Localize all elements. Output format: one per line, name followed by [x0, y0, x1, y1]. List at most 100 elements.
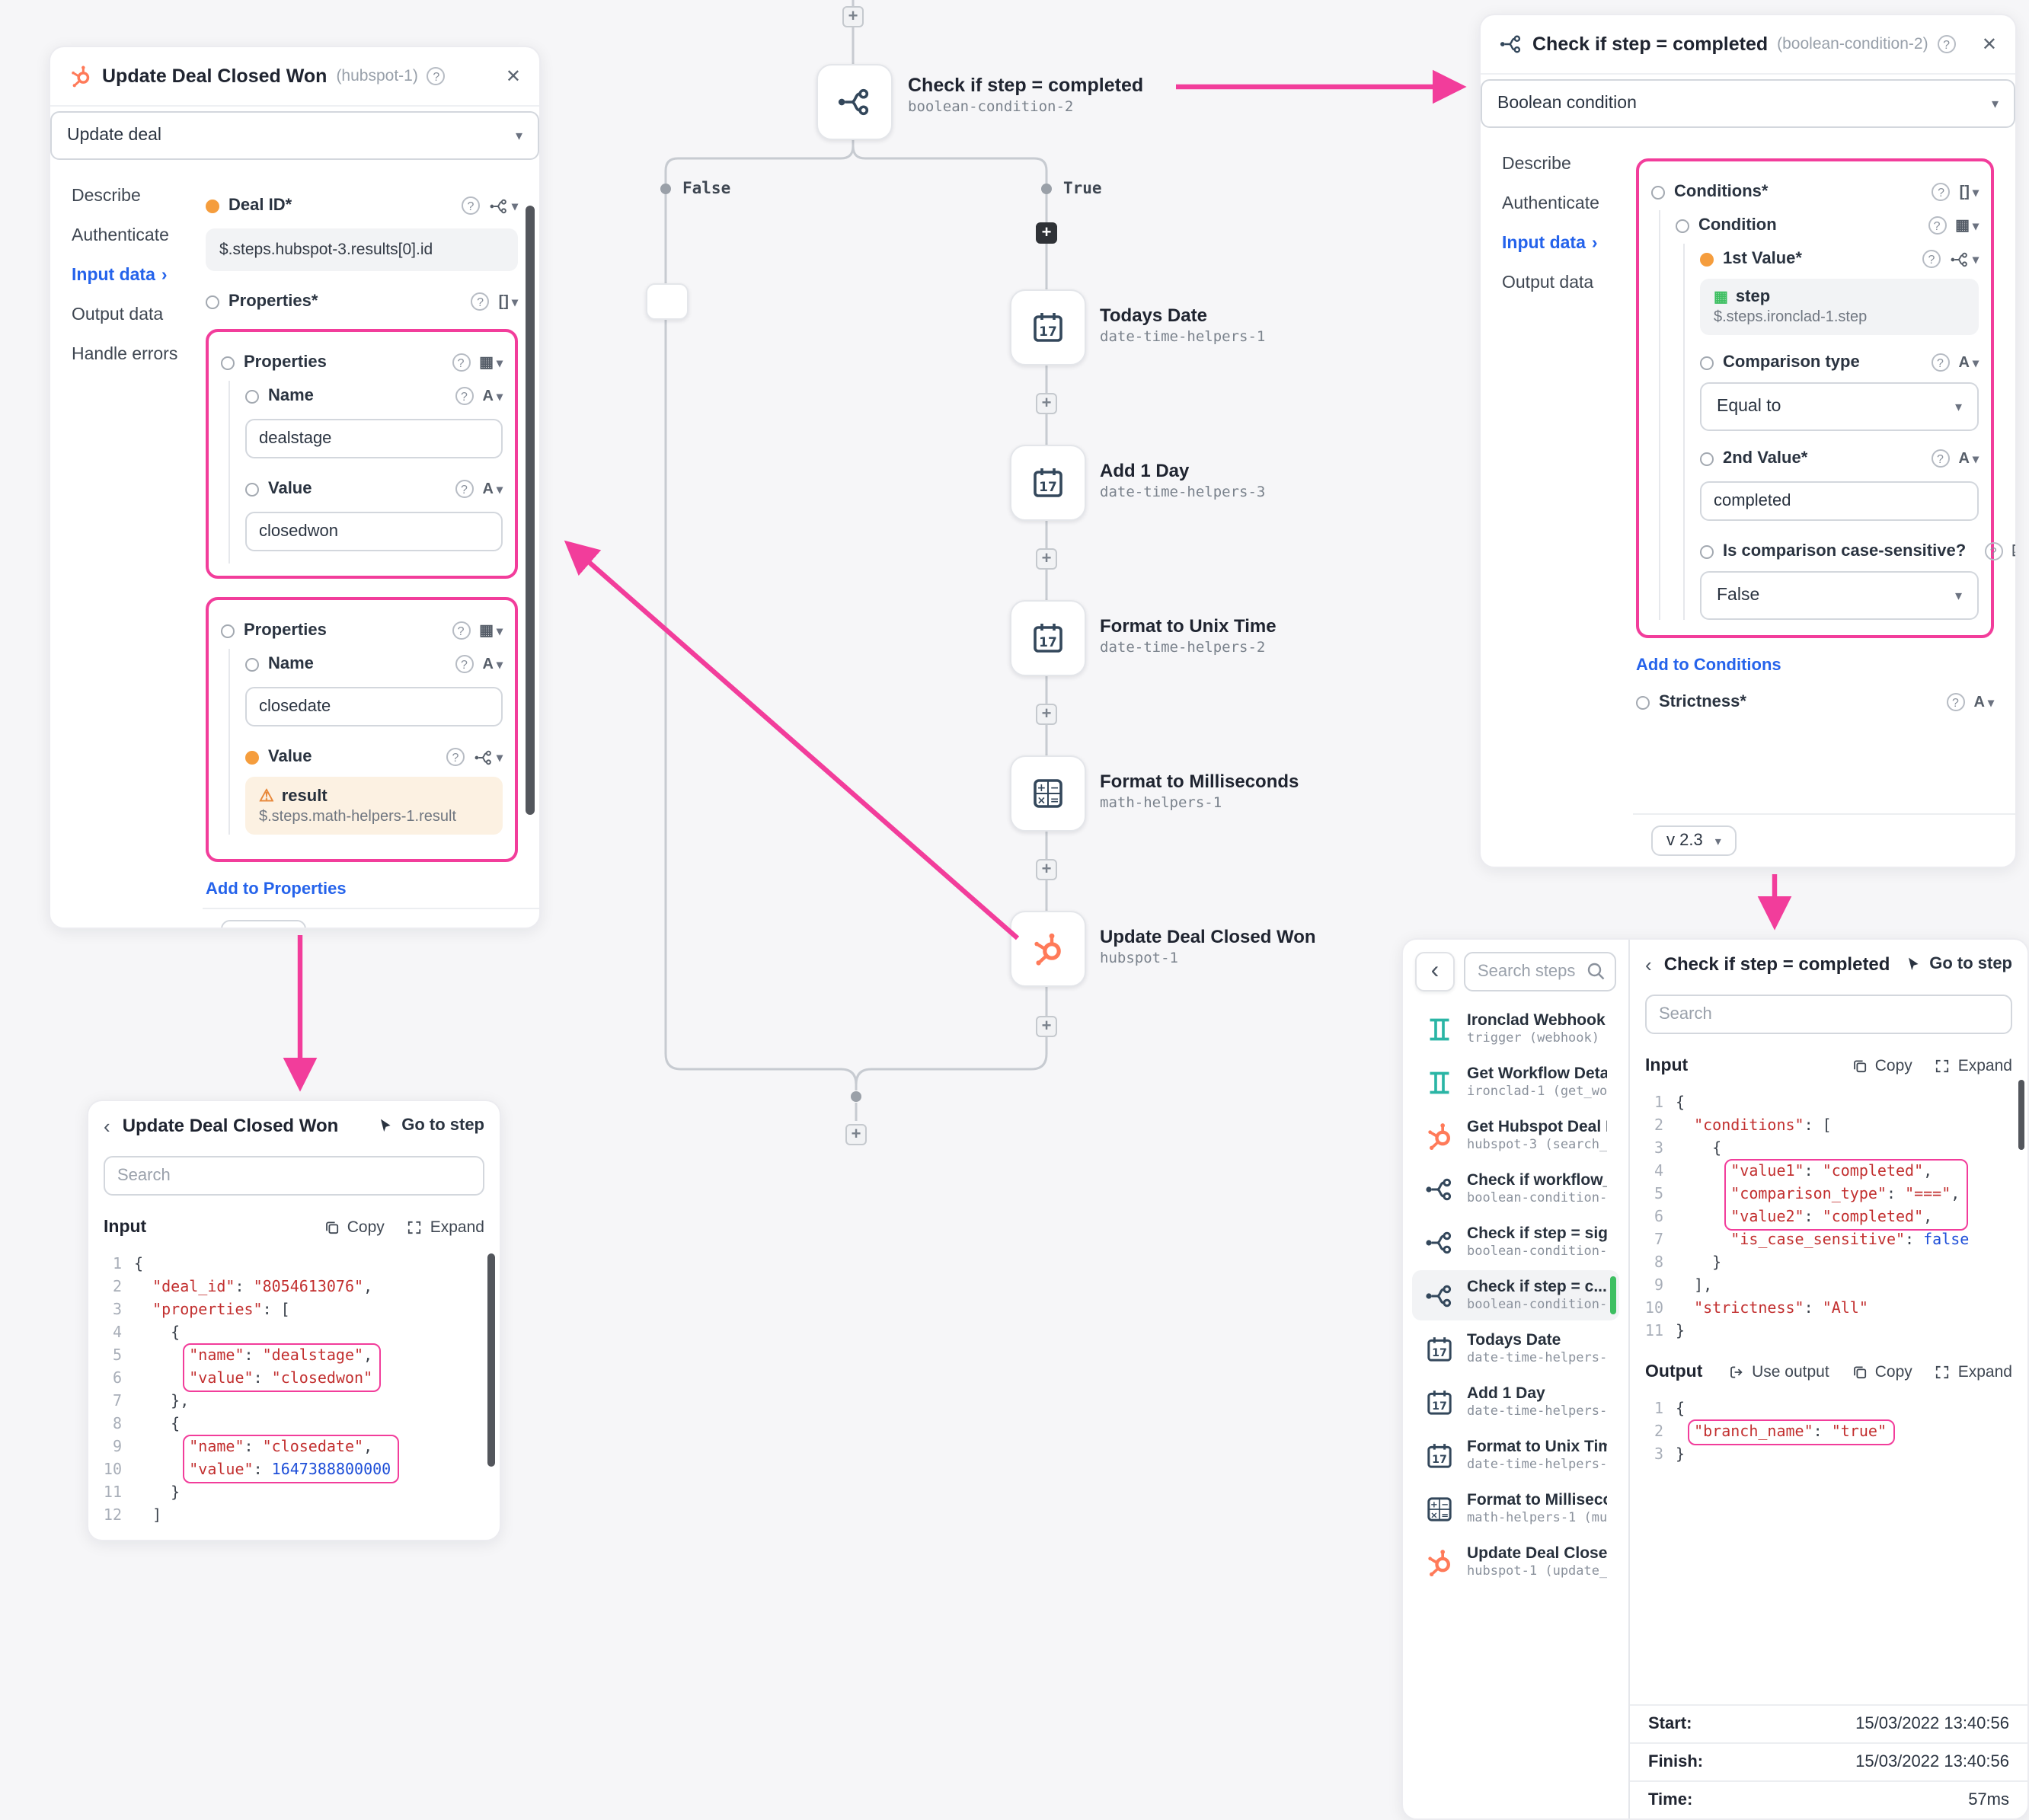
help-icon[interactable]: ?: [1937, 35, 1956, 53]
scrollbar[interactable]: [2018, 1080, 2024, 1150]
search-input[interactable]: [104, 1156, 484, 1196]
text-type-icon[interactable]: A▾: [1973, 694, 1995, 710]
add-step-button[interactable]: +: [845, 1124, 867, 1145]
nav-describe[interactable]: Describe: [72, 187, 141, 206]
name-input[interactable]: [245, 687, 503, 726]
checkbox-type-icon[interactable]: ☑▾: [2011, 543, 2015, 560]
add-step-button[interactable]: +: [1036, 548, 1057, 570]
text-type-icon[interactable]: A▾: [482, 388, 503, 404]
step-item-update-deal[interactable]: Update Deal Closed...hubspot-1 (update_d…: [1412, 1537, 1619, 1587]
mapped-value-chip[interactable]: ▦step $.steps.ironclad-1.step: [1700, 279, 1979, 335]
input-json-viewer[interactable]: 1{2 "conditions": [3 {4 "value1": "compl…: [1630, 1086, 2027, 1349]
node-todays-date[interactable]: [1010, 289, 1086, 366]
step-item-check-step-completed[interactable]: Check if step = c...boolean-condition-2.…: [1412, 1270, 1619, 1320]
scrollbar[interactable]: [487, 1253, 495, 1467]
help-icon[interactable]: ?: [452, 621, 471, 640]
table-type-icon[interactable]: ▦▾: [479, 622, 503, 639]
nav-input-data[interactable]: Input data›: [1502, 235, 1633, 253]
nav-input-data[interactable]: Input data›: [72, 267, 203, 285]
add-step-button-true-branch[interactable]: +: [1036, 222, 1057, 244]
add-step-button[interactable]: +: [1036, 859, 1057, 880]
copy-button[interactable]: Copy: [323, 1218, 385, 1237]
help-icon[interactable]: ?: [1922, 250, 1941, 268]
table-type-icon[interactable]: ▦▾: [1955, 217, 1979, 234]
value-input[interactable]: [245, 512, 503, 551]
nav-authenticate[interactable]: Authenticate: [72, 227, 169, 245]
help-icon[interactable]: ?: [461, 196, 480, 215]
help-icon[interactable]: ?: [427, 67, 446, 85]
mapped-value-chip[interactable]: ⚠result $.steps.math-helpers-1.result: [245, 777, 503, 835]
collapse-button[interactable]: ‹: [1415, 952, 1455, 991]
copy-button[interactable]: Copy: [1851, 1057, 1912, 1075]
nav-handle-errors[interactable]: Handle errors: [72, 346, 178, 364]
close-icon[interactable]: ✕: [1981, 34, 1997, 55]
step-item-format-milliseconds[interactable]: Format to Milliseco...math-helpers-1 (mu…: [1412, 1483, 1619, 1534]
output-json-viewer[interactable]: 1{2 "branch_name": "true"3}: [1630, 1392, 2027, 1473]
add-step-button[interactable]: +: [842, 6, 864, 27]
node-update-deal[interactable]: [1010, 911, 1086, 987]
help-icon[interactable]: ?: [452, 353, 471, 372]
help-icon[interactable]: ?: [1946, 693, 1965, 711]
nav-output-data[interactable]: Output data: [72, 306, 164, 324]
help-icon[interactable]: ?: [455, 387, 474, 405]
close-icon[interactable]: ✕: [505, 65, 521, 87]
node-format-milliseconds[interactable]: [1010, 755, 1086, 832]
use-output-button[interactable]: Use output: [1727, 1363, 1829, 1381]
operation-select[interactable]: Boolean condition ▾: [1481, 79, 2015, 128]
expand-button[interactable]: Expand: [1934, 1057, 2012, 1075]
version-select[interactable]: v 2.3▾: [1651, 825, 1737, 856]
node-empty-placeholder[interactable]: [646, 283, 689, 320]
comparison-type-select[interactable]: Equal to ▾: [1700, 382, 1979, 431]
json-type-icon[interactable]: []▾: [498, 293, 518, 310]
help-icon[interactable]: ?: [455, 480, 474, 498]
nav-describe[interactable]: Describe: [1502, 155, 1571, 174]
text-type-icon[interactable]: A▾: [1958, 450, 1979, 467]
search-input[interactable]: [1645, 995, 2012, 1034]
branch-type-icon[interactable]: ▾: [474, 747, 503, 767]
help-icon[interactable]: ?: [1984, 542, 2003, 560]
operation-select[interactable]: Update deal ▾: [50, 111, 539, 160]
go-to-step-button[interactable]: Go to step: [1903, 955, 2012, 973]
branch-type-icon[interactable]: ▾: [1950, 249, 1979, 269]
name-input[interactable]: [245, 419, 503, 458]
add-to-properties-link[interactable]: Add to Properties: [206, 880, 347, 899]
deal-id-jsonpath-value[interactable]: $.steps.hubspot-3.results[0].id: [206, 228, 518, 271]
nav-authenticate[interactable]: Authenticate: [1502, 195, 1599, 213]
copy-button[interactable]: Copy: [1851, 1363, 1912, 1381]
step-item-check-workflow[interactable]: Check if workflow_...boolean-condition-3…: [1412, 1164, 1619, 1214]
help-icon[interactable]: ?: [1931, 353, 1950, 372]
help-icon[interactable]: ?: [1932, 183, 1951, 201]
help-icon[interactable]: ?: [446, 748, 465, 766]
version-select[interactable]: v 5.6▾: [221, 920, 306, 928]
text-type-icon[interactable]: A▾: [482, 481, 503, 497]
case-sensitive-select[interactable]: False ▾: [1700, 571, 1979, 620]
back-icon[interactable]: ‹: [1645, 953, 1652, 975]
go-to-step-button[interactable]: Go to step: [375, 1116, 484, 1135]
nav-output-data[interactable]: Output data: [1502, 274, 1594, 292]
node-format-unix-time[interactable]: [1010, 600, 1086, 676]
add-to-conditions-link[interactable]: Add to Conditions: [1636, 656, 1781, 675]
search-steps-input[interactable]: [1464, 952, 1616, 991]
expand-button[interactable]: Expand: [1934, 1363, 2012, 1381]
expand-button[interactable]: Expand: [406, 1218, 484, 1237]
help-icon[interactable]: ?: [471, 292, 490, 311]
second-value-input[interactable]: [1700, 481, 1979, 521]
help-icon[interactable]: ?: [1931, 449, 1950, 468]
add-step-button[interactable]: +: [1036, 704, 1057, 725]
text-type-icon[interactable]: A▾: [482, 656, 503, 672]
back-icon[interactable]: ‹: [104, 1114, 110, 1137]
node-boolean-condition[interactable]: [816, 64, 893, 140]
add-step-button[interactable]: +: [1036, 393, 1057, 414]
add-step-button[interactable]: +: [1036, 1016, 1057, 1037]
input-json-viewer[interactable]: 1{2 "deal_id": "8054613076",3 "propertie…: [88, 1247, 500, 1540]
text-type-icon[interactable]: A▾: [1958, 354, 1979, 371]
scrollbar[interactable]: [526, 206, 535, 815]
node-add-1-day[interactable]: [1010, 445, 1086, 521]
branch-type-icon[interactable]: ▾: [489, 196, 518, 216]
